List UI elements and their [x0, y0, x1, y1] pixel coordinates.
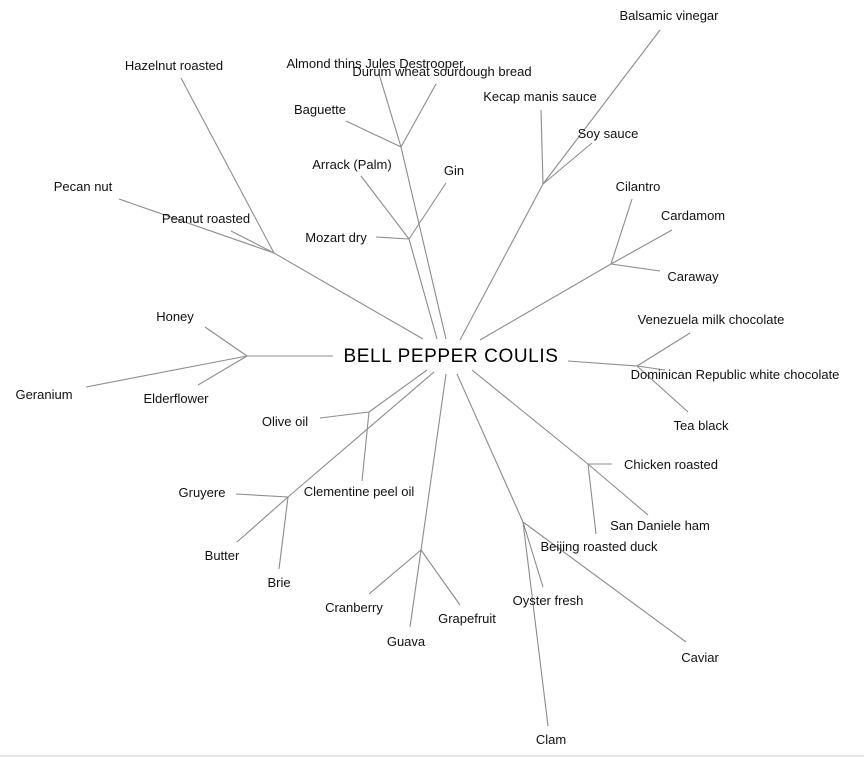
label-olive-oil: Olive oil [262, 414, 308, 429]
edge-hub-to-tea-black [636, 365, 689, 413]
edge-hub-to-cilantro [610, 198, 633, 265]
edge-center-to-seafood-hub [456, 373, 524, 523]
edge-hub-to-balsamic-vinegar [542, 29, 661, 185]
label-cardamom: Cardamom [661, 208, 725, 223]
edge-hub-to-geranium [85, 355, 248, 388]
edge-hub-to-olive-oil [319, 411, 370, 419]
edges [85, 29, 691, 727]
label-oyster-fresh: Oyster fresh [513, 593, 584, 608]
edge-hub-to-pecan-nut [118, 198, 275, 254]
label-guava: Guava [387, 634, 426, 649]
label-beijing-roasted-duck: Beijing roasted duck [540, 539, 658, 554]
label-peanut-roasted: Peanut roasted [162, 211, 250, 226]
edge-hub-to-mozart-dry [375, 236, 410, 240]
edge-hub-to-gruyere [235, 493, 289, 498]
label-balsamic-vinegar: Balsamic vinegar [620, 8, 720, 23]
edge-center-to-chocolate-hub [567, 360, 638, 367]
edge-hub-to-dominican-white-chocolate [636, 365, 666, 371]
edge-hub-to-clementine-peel-oil [361, 411, 370, 482]
edge-center-to-meat-hub [471, 369, 589, 465]
edge-hub-to-cranberry [368, 549, 422, 595]
edge-hub-to-baguette [345, 120, 402, 148]
bottom-border [0, 755, 864, 757]
edge-hub-to-oyster-fresh [522, 521, 544, 588]
edge-hub-to-hazelnut-roasted [180, 77, 275, 254]
label-kecap-manis-sauce: Kecap manis sauce [483, 89, 596, 104]
edge-center-to-nut-hub [273, 252, 424, 340]
edge-hub-to-caraway [610, 263, 661, 272]
center-node-label: BELL PEPPER COULIS [344, 346, 559, 367]
edge-center-to-bread-hub [400, 146, 447, 340]
edge-center-to-spirits-hub [408, 238, 438, 340]
label-durum-wheat-bread: Durum wheat sourdough bread [352, 64, 531, 79]
label-elderflower: Elderflower [143, 391, 209, 406]
label-clementine-peel-oil: Clementine peel oil [304, 484, 415, 499]
label-caraway: Caraway [667, 269, 719, 284]
edge-hub-to-brie [278, 496, 289, 570]
edge-center-to-cheese-hub [287, 371, 435, 498]
label-chicken-roasted: Chicken roasted [624, 457, 718, 472]
edge-hub-to-soy-sauce [542, 142, 593, 185]
edge-center-to-oil-hub [368, 369, 428, 413]
label-cranberry: Cranberry [325, 600, 383, 615]
label-baguette: Baguette [294, 102, 346, 117]
label-hazelnut-roasted: Hazelnut roasted [125, 58, 223, 73]
labels: BELL PEPPER COULIS Balsamic vinegar Keca… [15, 8, 839, 747]
label-cilantro: Cilantro [616, 179, 661, 194]
label-grapefruit: Grapefruit [438, 611, 496, 626]
edge-center-to-spice-hub [479, 263, 612, 341]
edge-hub-to-durum-wheat-bread [400, 83, 437, 148]
label-almond-thins: Almond thins Jules Destrooper [286, 56, 464, 71]
edge-hub-to-grapefruit [420, 549, 461, 606]
edge-hub-to-honey [204, 326, 248, 357]
label-soy-sauce: Soy sauce [578, 126, 639, 141]
label-venezuela-milk-chocolate: Venezuela milk chocolate [638, 312, 785, 327]
edge-hub-to-kecap-manis-sauce [540, 109, 544, 185]
label-gruyere: Gruyere [179, 485, 226, 500]
edge-hub-to-caviar [522, 521, 687, 643]
edge-hub-to-san-daniele-ham [587, 463, 597, 535]
label-tea-black: Tea black [674, 418, 729, 433]
label-dominican-white-chocolate: Dominican Republic white chocolate [631, 367, 840, 382]
edge-hub-to-arrack-palm [360, 175, 410, 240]
label-geranium: Geranium [15, 387, 72, 402]
edge-hub-to-clam [522, 521, 549, 727]
edge-hub-to-beijing-roasted-duck [587, 463, 649, 516]
label-butter: Butter [205, 548, 240, 563]
label-mozart-dry: Mozart dry [305, 230, 367, 245]
label-caviar: Caviar [681, 650, 719, 665]
edge-hub-to-cardamom [610, 229, 673, 265]
edge-hub-to-peanut-roasted [230, 230, 275, 254]
edge-center-to-sauce-hub [459, 183, 544, 341]
edge-hub-to-almond-thins [378, 73, 402, 148]
edge-center-to-fruit-hub [420, 373, 447, 551]
label-arrack-palm: Arrack (Palm) [312, 157, 391, 172]
edge-hub-to-butter [236, 496, 289, 543]
label-gin: Gin [444, 163, 464, 178]
label-san-daniele-ham: San Daniele ham [610, 518, 710, 533]
edge-hub-to-gin [408, 182, 447, 240]
edge-hub-to-elderflower [197, 355, 248, 386]
label-brie: Brie [267, 575, 290, 590]
label-honey: Honey [156, 309, 194, 324]
label-pecan-nut: Pecan nut [54, 179, 113, 194]
edge-hub-to-guava [409, 549, 422, 628]
edge-hub-to-venezuela-milk-chocolate [636, 332, 691, 367]
label-clam: Clam [536, 732, 566, 747]
